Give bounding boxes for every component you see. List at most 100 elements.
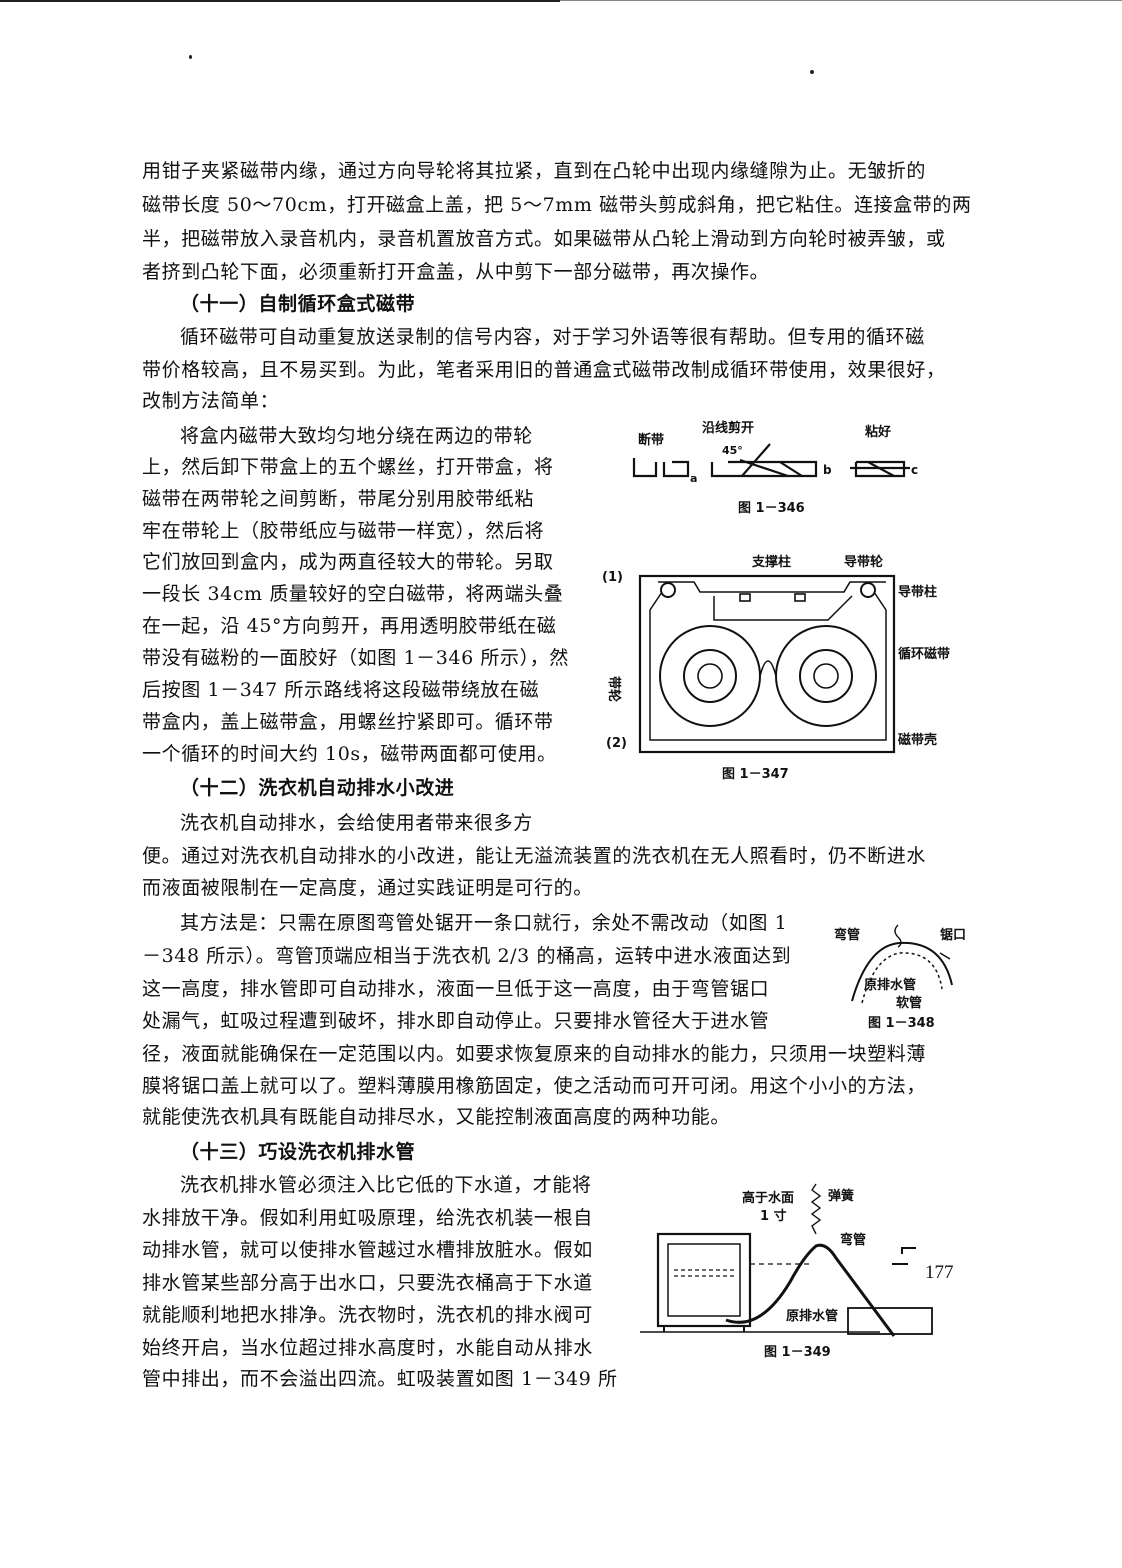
text-line: 它们放回到盒内，成为两直径较大的带轮。另取 <box>142 551 554 573</box>
text-line: 磁带在两带轮之间剪断，带尾分别用胶带纸粘 <box>142 488 535 510</box>
text-line: 一段长 34cm 质量较好的空白磁带，将两端头叠 <box>142 583 564 605</box>
inner-panel <box>713 595 853 621</box>
tape-piece-right <box>662 460 690 478</box>
faucet <box>892 1247 916 1265</box>
label-b: b <box>823 463 832 477</box>
label-tape-shell: 磁带壳 <box>898 732 937 748</box>
text-line: 一个循环的时间大约 10s，磁带两面都可使用。 <box>142 743 557 765</box>
text-line: 膜将锯口盖上就可以了。塑料薄膜用橡筋固定，使之活动而可开可闭。用这个小小的方法， <box>142 1075 927 1097</box>
text-line: 就能使洗衣机具有既能自动排尽水，又能控制液面高度的两种功能。 <box>142 1106 731 1128</box>
text-line: 改制方法简单： <box>142 390 280 412</box>
top-border <box>0 0 560 2</box>
label-original-drain-349: 原排水管 <box>786 1308 838 1324</box>
section-heading-13: （十三）巧设洗衣机排水管 <box>180 1141 416 1163</box>
top-border-thin <box>560 0 1122 1</box>
label-cut-along-line: 沿线剪开 <box>702 420 754 436</box>
caption-1-346: 图 1－346 <box>738 501 805 516</box>
cut-line-3 <box>779 461 803 477</box>
text-line: 水排放干净。假如利用虹吸原理，给洗衣机装一根自 <box>142 1207 593 1229</box>
label-stuck: 粘好 <box>864 424 891 440</box>
figure-1-349: 高于水面 1 寸 弹簧 弯管 原排水管 图 1－349 <box>640 1172 940 1372</box>
text-line: 其方法是：只需在原图弯管处锯开一条口就行，余处不需改动（如图 1 <box>180 912 788 934</box>
text-line: 动排水管，就可以使排水管越过水槽排放脏水。假如 <box>142 1239 593 1261</box>
label-position-2: (2) <box>606 736 627 751</box>
tape-path <box>649 591 887 741</box>
text-line: 带盒内，盖上磁带盒，用螺丝拧紧即可。循环带 <box>142 711 554 733</box>
label-guide-post: 导带柱 <box>898 584 937 600</box>
reel-right <box>775 625 877 727</box>
text-line: 牢在带轮上（胶带纸应与磁带一样宽），然后将 <box>142 520 545 542</box>
scan-speck <box>810 70 814 74</box>
tape-loop-center <box>759 660 777 677</box>
text-line: 洗衣机排水管必须注入比它低的下水道，才能将 <box>180 1174 592 1196</box>
label-cut-tape: 断带 <box>638 432 664 448</box>
top-edge <box>658 581 886 593</box>
label-reel: 带轮 <box>606 676 622 702</box>
label-c: c <box>911 463 918 477</box>
hub-right <box>799 649 853 703</box>
cut-line-1 <box>739 458 789 478</box>
caption-1-348: 图 1－348 <box>868 1016 935 1031</box>
cassette-shell <box>638 574 896 754</box>
label-position-1: (1) <box>602 570 623 585</box>
label-soft-hose: 软管 <box>896 995 922 1011</box>
label-above-water: 高于水面 <box>742 1190 794 1206</box>
text-line: 循环磁带可自动重复放送录制的信号内容，对于学习外语等很有帮助。但专用的循环磁 <box>180 326 925 348</box>
pipe-inner <box>861 952 943 1004</box>
label-spring: 弹簧 <box>828 1188 854 1204</box>
label-bend-pipe-349: 弯管 <box>840 1232 866 1248</box>
drain-hose <box>725 1243 896 1337</box>
washer-body <box>656 1232 752 1328</box>
text-line: 将盒内磁带大致均匀地分绕在两边的带轮 <box>180 425 533 447</box>
saw-mark <box>894 924 902 948</box>
text-line: 便。通过对洗衣机自动排水的小改进，能让无溢流装置的洗衣机在无人照看时，仍不断进水 <box>142 845 927 867</box>
figure-1-348: 弯管 锯口 原排水管 软管 图 1－348 <box>812 915 992 1035</box>
tape-piece-left <box>632 458 658 478</box>
label-45-degrees: 45° <box>722 444 743 457</box>
tape-overlap <box>710 460 818 478</box>
text-line: 始终开启，当水位超过排水高度时，水能自动从排水 <box>142 1337 593 1359</box>
text-line: 磁带长度 50～70cm，打开磁盒上盖，把 5～7mm 磁带头剪成斜角，把它粘住… <box>142 194 972 216</box>
hub-left-center <box>697 663 723 689</box>
section-heading-12: （十二）洗衣机自动排水小改进 <box>180 777 455 799</box>
text-line: 就能顺利地把水排净。洗衣物时，洗衣机的排水阀可 <box>142 1304 593 1326</box>
hub-right-center <box>813 663 839 689</box>
saw-pointer <box>939 952 951 960</box>
text-line: 洗衣机自动排水，会给使用者带来很多方 <box>180 812 533 834</box>
hub-left <box>683 649 737 703</box>
spring <box>810 1183 822 1235</box>
text-line: 半，把磁带放入录音机内，录音机置放音方式。如果磁带从凸轮上滑动到方向轮时被弄皱，… <box>142 228 946 250</box>
text-line: 排水管某些部分高于出水口，只要洗衣桶高于下水道 <box>142 1272 593 1294</box>
tape-join-diagonal <box>867 461 895 477</box>
water-surface <box>674 1269 734 1277</box>
caption-1-347: 图 1－347 <box>722 767 789 782</box>
tape-joined <box>854 460 906 478</box>
text-line: 带没有磁粉的一面胶好（如图 1－346 所示），然 <box>142 647 569 669</box>
figure-1-347: (1) (2) 支撑柱 导带轮 导带柱 循环磁带 磁带壳 带轮 图 1－347 <box>600 550 970 785</box>
text-line: 处漏气，虹吸过程遭到破坏，排水即自动停止。只要排水管径大于进水管 <box>142 1010 770 1032</box>
label-bend-pipe: 弯管 <box>834 927 860 943</box>
text-line: 在一起，沿 45°方向剪开，再用透明胶带纸在磁 <box>142 615 557 637</box>
reel-left <box>659 625 761 727</box>
scan-speck <box>189 55 192 59</box>
text-line: 径，液面就能确保在一定范围以内。如要求恢复原来的自动排水的能力，只须用一块塑料薄 <box>142 1043 927 1065</box>
guide-post-right <box>860 582 876 598</box>
washer-tub <box>667 1243 741 1317</box>
pipe-outer <box>851 941 953 1002</box>
label-support-post: 支撑柱 <box>751 554 791 570</box>
label-guide-wheel: 导带轮 <box>844 554 883 570</box>
washer-feet <box>663 1326 745 1332</box>
section-heading-11: （十一）自制循环盒式磁带 <box>180 293 416 315</box>
label-original-hose: 原排水管 <box>864 977 916 993</box>
text-line: －348 所示）。弯管顶端应相当于洗衣机 2/3 的桶高，运转中进水液面达到 <box>142 945 792 967</box>
page-number: 177 <box>925 1262 954 1283</box>
window-left <box>739 593 751 602</box>
label-a: a <box>690 472 697 485</box>
text-line: 后按图 1－347 所示路线将这段磁带绕放在磁 <box>142 679 540 701</box>
text-line: 者挤到凸轮下面，必须重新打开盒盖，从中剪下一部分磁带，再次操作。 <box>142 261 770 283</box>
window-right <box>794 593 806 602</box>
label-saw-cut: 锯口 <box>940 927 966 943</box>
label-one-inch: 1 寸 <box>760 1208 787 1224</box>
cut-line-2 <box>741 443 771 477</box>
text-line: 用钳子夹紧磁带内缘，通过方向导轮将其拉紧，直到在凸轮中出现内缘缝隙为止。无皱折的 <box>142 160 927 182</box>
